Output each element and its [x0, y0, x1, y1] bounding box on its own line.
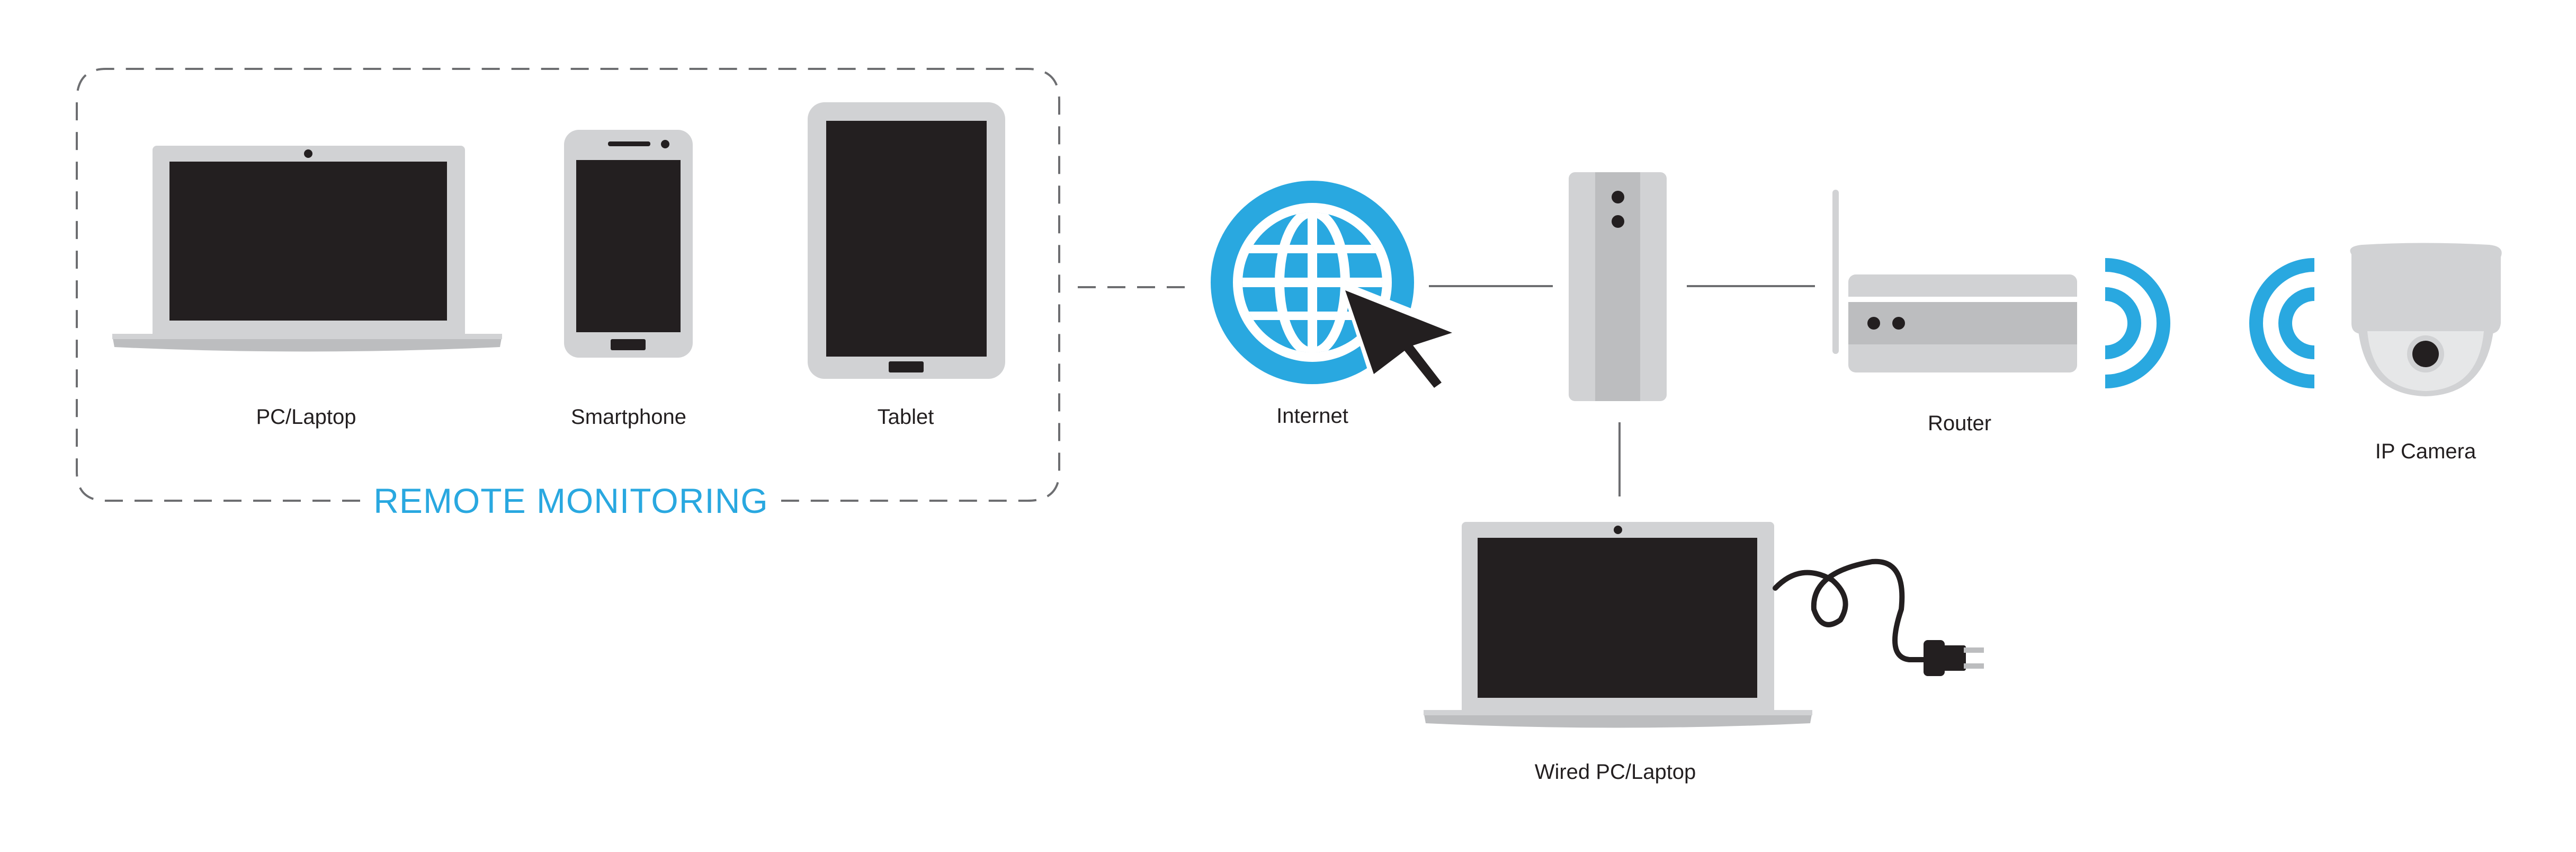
laptop-label: PC/Laptop — [256, 405, 356, 429]
power-cable-icon — [1773, 558, 1984, 676]
smartphone-label: Smartphone — [571, 405, 686, 429]
tablet-label: Tablet — [878, 405, 934, 429]
remote-monitoring-title: REMOTE MONITORING — [373, 481, 768, 520]
modem-icon — [1569, 172, 1667, 401]
tablet-icon — [808, 102, 1005, 379]
router-icon — [1832, 190, 2077, 372]
router-wifi-signal-icon — [2105, 258, 2170, 388]
remote-monitoring-border — [76, 68, 1060, 502]
internet-label: Internet — [1276, 404, 1348, 428]
router-label: Router — [1928, 412, 1991, 435]
camera-label: IP Camera — [2375, 440, 2476, 463]
cursor-arrow-icon — [1339, 280, 1462, 388]
remote-monitoring-group: REMOTE MONITORING — [76, 68, 1060, 520]
laptop-icon — [112, 146, 502, 352]
camera-wifi-signal-icon — [2249, 258, 2315, 388]
smartphone-icon — [564, 130, 693, 358]
wired-laptop-icon — [1424, 522, 1812, 728]
wired-laptop-label: Wired PC/Laptop — [1535, 760, 1696, 784]
camera-icon — [2350, 243, 2502, 396]
